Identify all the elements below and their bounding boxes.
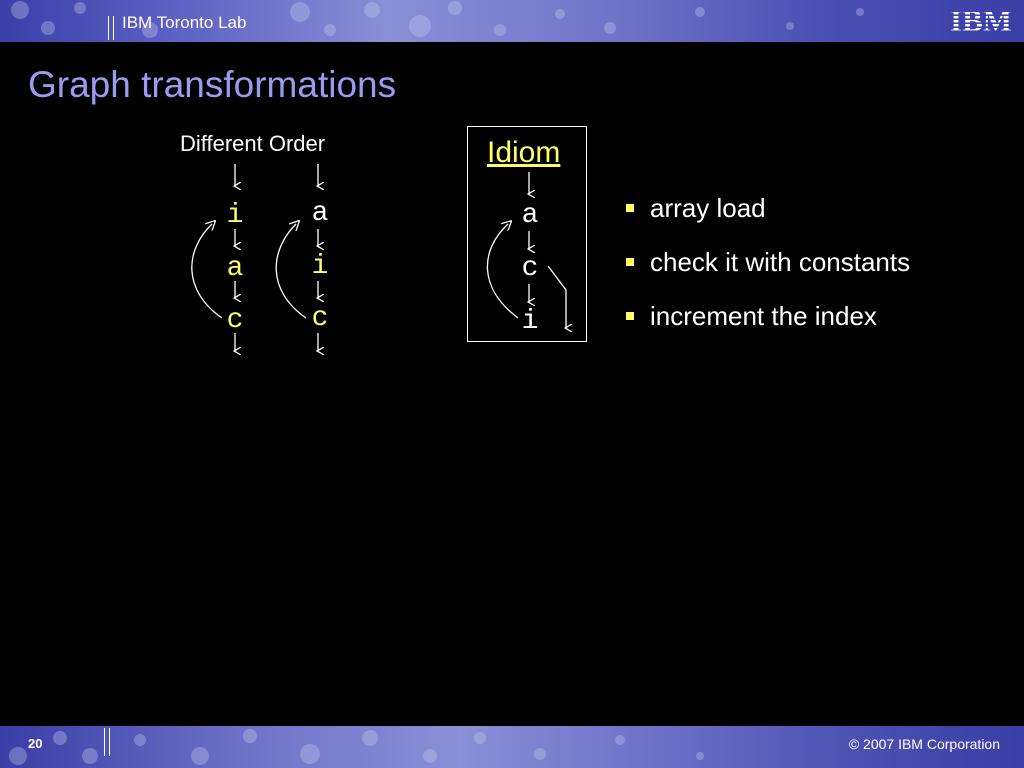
bullet-item: check it with constants bbox=[626, 247, 910, 301]
ibm-logo: IBM bbox=[946, 4, 1016, 36]
footer-divider bbox=[104, 728, 105, 756]
bullet-item: increment the index bbox=[626, 301, 910, 355]
column-2-node: c bbox=[312, 303, 329, 334]
column-1-node: i bbox=[227, 200, 244, 231]
ibm-logo-text: IBM bbox=[950, 4, 1012, 36]
slide-title: Graph transformations bbox=[28, 64, 397, 105]
column-1-node: a bbox=[227, 253, 244, 284]
bullet-item: array load bbox=[626, 193, 910, 247]
column-2-node: i bbox=[312, 251, 329, 282]
idiom-title: Idiom bbox=[487, 136, 561, 169]
footer-band: 20 © 2007 IBM Corporation bbox=[0, 726, 1024, 768]
header-band: IBM Toronto Lab IBM bbox=[0, 0, 1024, 42]
reorder-curve-2 bbox=[275, 224, 307, 319]
footer-divider bbox=[109, 728, 110, 756]
lab-name: IBM Toronto Lab bbox=[122, 13, 247, 32]
page-number: 20 bbox=[28, 736, 43, 751]
copyright: © 2007 IBM Corporation bbox=[848, 736, 1000, 752]
column-1-node: c bbox=[227, 305, 244, 336]
bullet-square-icon bbox=[626, 204, 634, 212]
different-order-label: Different Order bbox=[180, 131, 326, 156]
header-dot-pattern bbox=[11, 1, 864, 38]
bullet-square-icon bbox=[626, 312, 634, 320]
footer-dot-pattern bbox=[9, 729, 704, 765]
idiom-box bbox=[467, 126, 587, 342]
bullet-list: array load check it with constants incre… bbox=[626, 193, 910, 355]
idiom-node: c bbox=[522, 253, 539, 284]
idiom-node: a bbox=[522, 200, 539, 231]
idiom-back-curve bbox=[486, 224, 519, 319]
header-divider bbox=[113, 16, 114, 40]
bullet-square-icon bbox=[626, 258, 634, 266]
column-2-node: a bbox=[312, 198, 329, 229]
reorder-curve-1 bbox=[191, 224, 223, 319]
idiom-increment-arrow bbox=[547, 265, 566, 328]
header-divider bbox=[108, 16, 109, 40]
idiom-node: i bbox=[522, 306, 539, 337]
